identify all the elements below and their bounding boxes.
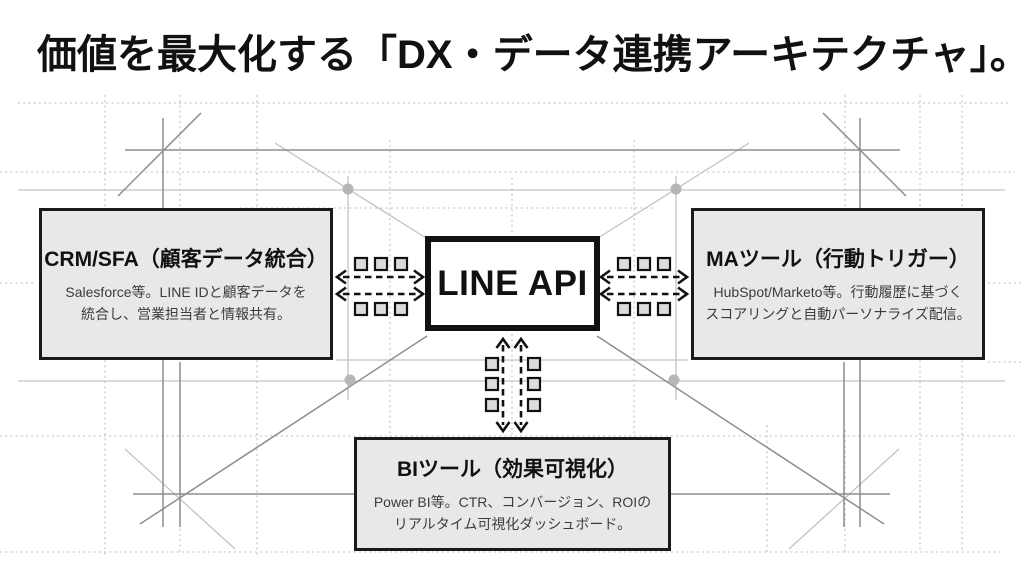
dark-guide-lines xyxy=(117,112,907,527)
bi-tool-description-line2: リアルタイム可視化ダッシュボード。 xyxy=(393,515,632,532)
ma-tool-title: MAツール（行動トリガー） xyxy=(706,247,970,271)
bi-line-connector xyxy=(495,336,529,434)
crm-sfa-description-line2: 統合し、営業担当者と情報共有。 xyxy=(80,305,291,322)
crm-sfa-title: CRM/SFA（顧客データ統合） xyxy=(44,247,328,271)
crm-sfa-description-line1: Salesforce等。LINE IDと顧客データを xyxy=(65,283,307,300)
data-packet-icon xyxy=(526,376,542,392)
data-packet-icon xyxy=(616,256,632,272)
data-packet-icon xyxy=(636,256,652,272)
data-packet-icon xyxy=(656,256,672,272)
data-packet-icon xyxy=(526,397,542,413)
crm-sfa-description: Salesforce等。LINE IDと顧客データを 統合し、営業担当者と情報共… xyxy=(65,282,306,325)
crm-sfa-box: CRM/SFA（顧客データ統合） Salesforce等。LINE IDと顧客デ… xyxy=(39,208,333,360)
guide-dot-icon xyxy=(342,183,682,386)
bi-tool-box: BIツール（効果可視化） Power BI等。CTR、コンバージョン、ROIの … xyxy=(354,437,671,551)
data-packet-icon xyxy=(373,301,389,317)
data-packet-icon xyxy=(484,397,500,413)
data-packet-icon xyxy=(353,256,369,272)
crm-line-connector xyxy=(334,269,426,302)
ma-tool-description-line2: スコアリングと自動パーソナライズ配信。 xyxy=(705,305,971,322)
data-packet-icon xyxy=(636,301,652,317)
data-packet-icon xyxy=(656,301,672,317)
data-packet-icon xyxy=(393,256,409,272)
data-packet-icon xyxy=(353,301,369,317)
line-api-box: LINE API xyxy=(425,236,600,331)
data-packet-icon xyxy=(526,356,542,372)
ma-tool-description: HubSpot/Marketo等。行動履歴に基づく スコアリングと自動パーソナラ… xyxy=(705,282,971,325)
ma-tool-box: MAツール（行動トリガー） HubSpot/Marketo等。行動履歴に基づく … xyxy=(691,208,985,360)
data-packet-icon xyxy=(484,356,500,372)
data-packet-icon xyxy=(484,376,500,392)
bi-tool-title: BIツール（効果可視化） xyxy=(397,457,628,481)
bi-tool-description-line1: Power BI等。CTR、コンバージョン、ROIの xyxy=(373,493,652,510)
line-api-label: LINE API xyxy=(437,263,588,303)
data-packet-icon xyxy=(393,301,409,317)
bi-tool-description: Power BI等。CTR、コンバージョン、ROIの リアルタイム可視化ダッシュ… xyxy=(374,492,651,535)
ma-line-connector xyxy=(598,269,690,302)
data-packet-icons xyxy=(353,256,672,413)
data-packet-icon xyxy=(616,301,632,317)
page-title: 価値を最大化する「DX・データ連携アーキテクチャ」。 xyxy=(37,33,1024,77)
data-packet-icon xyxy=(373,256,389,272)
ma-tool-description-line1: HubSpot/Marketo等。行動履歴に基づく xyxy=(713,283,963,300)
